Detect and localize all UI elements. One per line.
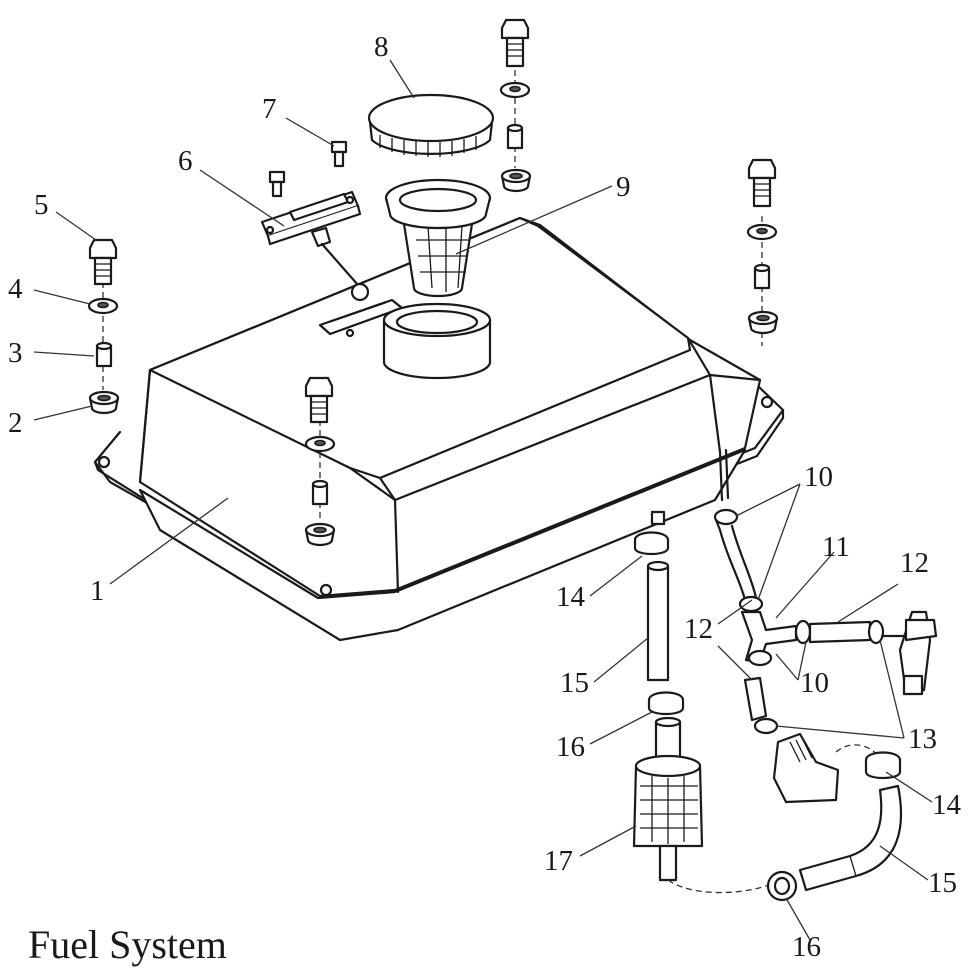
gauge-screw-left — [268, 170, 286, 198]
callout-1: 1 — [90, 575, 105, 607]
mount-stack-right — [746, 158, 779, 346]
callout-7: 7 — [262, 93, 277, 125]
callout-14-left: 14 — [556, 581, 586, 613]
fuel-cap — [367, 93, 495, 157]
callout-16-bottom: 16 — [792, 931, 821, 963]
callout-labels: 1 2 3 4 5 6 7 8 9 10 10 11 12 12 13 14 1… — [8, 31, 962, 963]
callout-6: 6 — [178, 145, 193, 177]
mount-stack-left — [87, 238, 120, 415]
mount-stack-center — [304, 376, 336, 547]
callout-9: 9 — [616, 171, 631, 203]
filler-neck-base — [382, 302, 492, 380]
callout-14-right: 14 — [932, 789, 962, 821]
leader-lines — [33, 59, 933, 941]
callout-12-left: 12 — [684, 613, 713, 645]
callout-10-lower: 10 — [800, 667, 829, 699]
callout-15-left: 15 — [560, 667, 589, 699]
callout-17: 17 — [544, 845, 573, 877]
callout-4: 4 — [8, 273, 23, 305]
fuel-gauge — [260, 190, 370, 302]
filter-line-assembly — [632, 531, 903, 902]
callout-8: 8 — [374, 31, 389, 63]
callout-5: 5 — [34, 189, 49, 221]
fuel-line-assembly — [713, 508, 885, 804]
filler-strainer — [384, 178, 492, 298]
callout-16-left: 16 — [556, 731, 585, 763]
callout-2: 2 — [8, 407, 23, 439]
callout-15-right: 15 — [928, 867, 957, 899]
callout-12-right: 12 — [900, 547, 929, 579]
tank-lower-body — [138, 448, 747, 642]
mount-stack-top — [499, 18, 532, 193]
fuel-tank — [93, 216, 785, 642]
callout-11: 11 — [822, 531, 850, 563]
callout-13: 13 — [908, 723, 937, 755]
callout-3: 3 — [8, 337, 23, 369]
gauge-screw-right — [330, 140, 348, 168]
callout-10-top: 10 — [804, 461, 833, 493]
diagram-caption: Fuel System — [28, 922, 227, 967]
fuel-pump — [880, 610, 938, 696]
